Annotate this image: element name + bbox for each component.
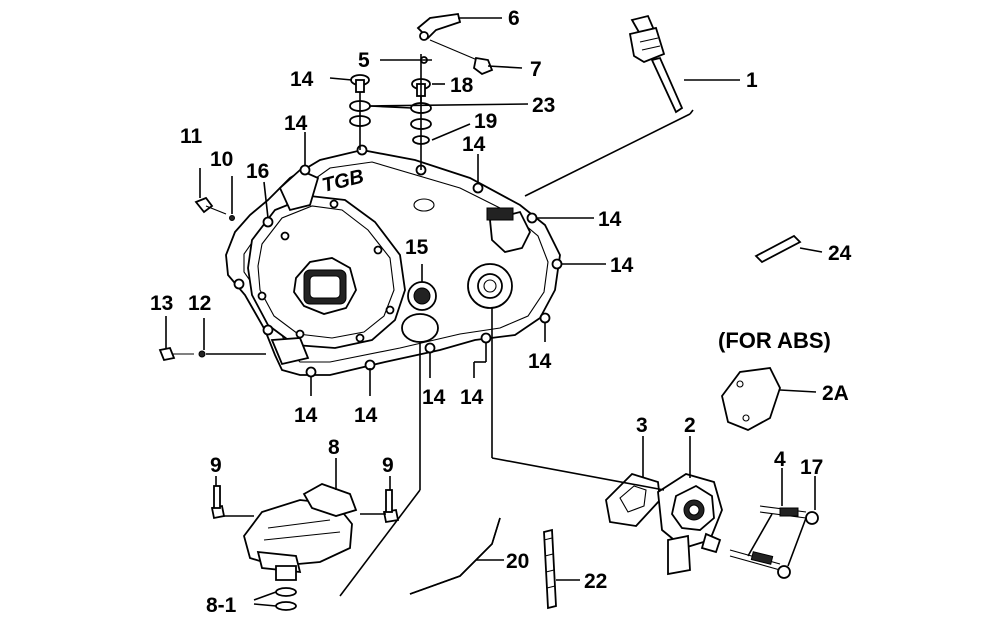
callout-5: 5	[358, 49, 370, 72]
callout-16: 16	[246, 160, 269, 183]
callout-15: 15	[405, 236, 429, 259]
callout-14: 14	[610, 254, 634, 277]
leader-lines	[165, 17, 823, 607]
abs-cover-plate	[721, 367, 781, 431]
callout-6: 6	[508, 7, 520, 30]
callout-14: 14	[284, 112, 308, 135]
callout-8-1: 8-1	[206, 594, 237, 617]
callout-23: 23	[532, 94, 555, 117]
callout-2a: 2A	[822, 382, 849, 405]
callout-7: 7	[530, 58, 542, 81]
callout-14: 14	[462, 133, 486, 156]
callout-14: 14	[354, 404, 378, 427]
cable-tie	[543, 528, 557, 610]
callout-8: 8	[328, 436, 340, 459]
oil-dipstick	[628, 14, 684, 114]
callout-22: 22	[584, 570, 607, 593]
callout-14: 14	[598, 208, 622, 231]
oil-pump-assembly	[657, 473, 723, 576]
callout-11: 11	[180, 125, 203, 148]
callout-2: 2	[684, 414, 696, 437]
callout-14: 14	[422, 386, 446, 409]
hose-part	[409, 517, 501, 595]
callout-14: 14	[290, 68, 314, 91]
water-pump	[243, 483, 358, 581]
callout-9: 9	[382, 454, 394, 477]
crankcase-cover: TGB	[225, 144, 563, 378]
clip-part	[754, 234, 802, 264]
callout-24: 24	[828, 242, 852, 265]
callout-12: 12	[188, 292, 211, 315]
callout-14: 14	[294, 404, 318, 427]
callout-1: 1	[746, 69, 758, 92]
mounting-bolt-holes	[233, 144, 563, 378]
callout-14: 14	[528, 350, 552, 373]
callout-3: 3	[636, 414, 648, 437]
callout-13: 13	[150, 292, 173, 315]
studs-and-nuts	[729, 505, 819, 579]
callout-20: 20	[506, 550, 529, 573]
callout-labels: 6 5 7 1 14 18 23 19 14 14 11 10 16 14 15…	[150, 7, 852, 617]
callout-10: 10	[210, 148, 233, 171]
for-abs-note: (FOR ABS)	[718, 328, 831, 353]
callout-9: 9	[210, 454, 222, 477]
callout-4: 4	[774, 448, 786, 471]
callout-17: 17	[800, 456, 823, 479]
callout-19: 19	[474, 110, 497, 133]
pump-gasket	[605, 472, 661, 527]
callout-14: 14	[460, 386, 484, 409]
callout-18: 18	[450, 74, 474, 97]
